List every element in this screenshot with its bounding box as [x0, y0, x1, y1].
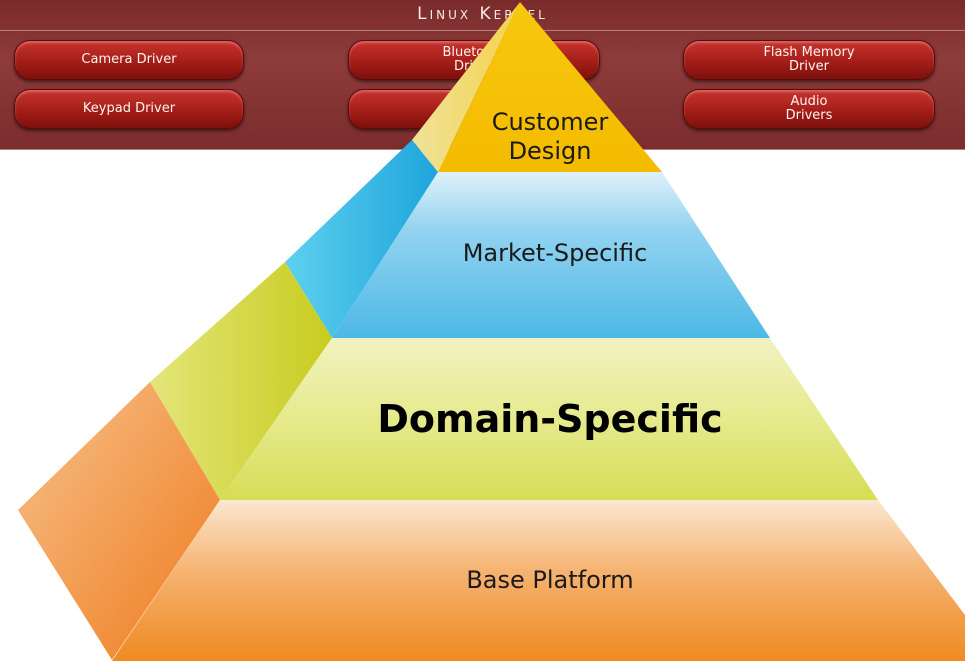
customer-design-label: Customer Design — [491, 108, 609, 165]
market-specific-side-face — [285, 140, 438, 338]
market-specific-label: Market-Specific — [462, 239, 648, 267]
base-platform-tier — [112, 500, 965, 661]
camera-driver-button: Camera Driver — [14, 40, 244, 80]
keypad-driver-button: Keypad Driver — [14, 89, 244, 129]
customer-design-side-face — [412, 2, 520, 172]
domain-specific-tier — [220, 338, 878, 500]
audio-drivers-button: Audio Drivers — [683, 89, 935, 129]
market-specific-tier — [332, 172, 770, 338]
base-platform-side-face — [18, 382, 220, 660]
domain-specific-label: Domain-Specific — [377, 397, 723, 441]
domain-specific-side-face — [150, 262, 332, 500]
customer-design-tier — [438, 2, 662, 172]
banner-divider — [0, 30, 965, 31]
flash-memory-driver-button: Flash Memory Driver — [683, 40, 935, 80]
base-platform-label: Base Platform — [466, 566, 634, 594]
